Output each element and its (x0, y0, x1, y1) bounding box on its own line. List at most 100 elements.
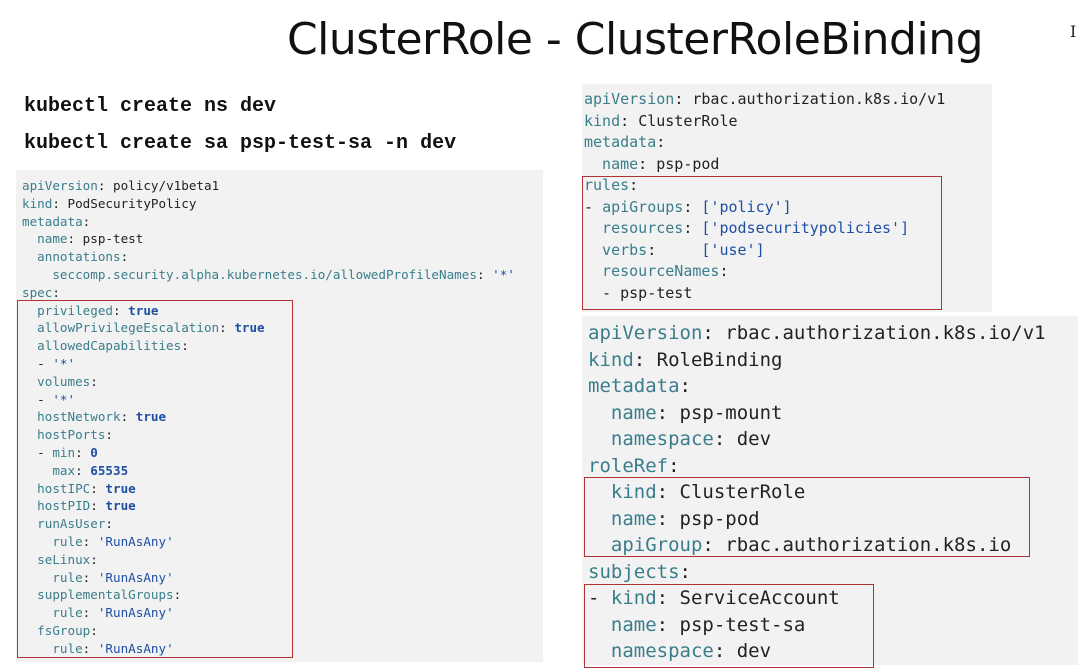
yaml-line: - '*' (22, 355, 543, 373)
yaml-key: roleRef (588, 454, 669, 477)
yaml-line: - '*' (22, 391, 543, 409)
yaml-line: annotations: (22, 248, 543, 266)
yaml-key: kind (610, 587, 657, 609)
yaml-key: fsGroup (37, 622, 91, 638)
yaml-value: psp-pod (679, 507, 760, 530)
yaml-value: 'RunAsAny' (97, 640, 174, 656)
yaml-sep: : (82, 533, 98, 549)
yaml-line: resources: ['podsecuritypolicies'] (584, 218, 992, 240)
yaml-key: name (610, 613, 657, 636)
yaml-sep: : (629, 176, 639, 194)
yaml-sep: : (656, 613, 680, 636)
yaml-line: seLinux: (22, 551, 543, 569)
yaml-value: true (128, 302, 159, 318)
yaml-value: rbac.authorization.k8s.io/v1 (725, 322, 1046, 344)
yaml-line: - min: 0 (22, 444, 543, 462)
yaml-line: subjects: (588, 559, 1078, 586)
yaml-value: true (135, 409, 167, 425)
yaml-sep: : (112, 302, 129, 318)
yaml-value: psp-test-sa (679, 613, 806, 636)
yaml-value: true (105, 480, 136, 496)
yaml-sep: : (105, 516, 113, 532)
yaml-line: - psp-test (584, 283, 992, 305)
yaml-line: apiVersion: rbac.authorization.k8s.io/v1 (588, 320, 1078, 347)
yaml-sep: : (90, 498, 106, 514)
yaml-sep: : (82, 213, 91, 229)
yaml-sep: : (719, 262, 729, 280)
yaml-sep: : (219, 320, 235, 336)
yaml-sep: : (97, 178, 113, 193)
yaml-key: spec (22, 284, 53, 300)
yaml-line: spec: (22, 284, 543, 302)
yaml-sep: : (656, 507, 680, 530)
yaml-value: RoleBinding (656, 348, 783, 371)
yaml-sep: : (713, 640, 737, 662)
yaml-line: metadata: (588, 373, 1078, 400)
yaml-value: psp-test (82, 231, 144, 247)
yaml-value: rbac.authorization.k8s.io/v1 (692, 90, 946, 108)
yaml-line: rule: 'RunAsAny' (22, 569, 543, 587)
yaml-line: kind: ClusterRole (584, 111, 992, 133)
yaml-value: PodSecurityPolicy (67, 195, 197, 211)
yaml-sep: : (90, 622, 98, 638)
yaml-line: supplementalGroups: (22, 586, 543, 604)
yaml-value: true (105, 498, 136, 514)
yaml-sep: : (120, 409, 136, 425)
slide-title: ClusterRole - ClusterRoleBinding (286, 14, 984, 65)
yaml-key: metadata (22, 213, 83, 229)
yaml-line: name: psp-pod (588, 506, 1078, 533)
yaml-sep: : (683, 219, 702, 237)
yaml-line: roleRef: (588, 453, 1078, 480)
yaml-line: rule: 'RunAsAny' (22, 640, 543, 658)
yaml-sep: : (656, 401, 680, 424)
yaml-key: hostIPC (37, 480, 91, 496)
yaml-key: name (610, 507, 657, 530)
yaml-line: resourceNames: (584, 261, 992, 283)
yaml-key: privileged (37, 302, 113, 318)
yaml-key: hostPorts (37, 427, 106, 443)
yaml-line: name: psp-test (22, 230, 543, 248)
yaml-key: kind (588, 348, 634, 371)
yaml-prefix: - (584, 197, 603, 216)
yaml-key: metadata (588, 375, 680, 397)
yaml-value: '*' (52, 391, 76, 407)
yaml-value: dev (736, 640, 772, 662)
yaml-key: rule (52, 533, 83, 549)
yaml-sep: : (75, 462, 91, 478)
yaml-sep: : (656, 133, 666, 151)
yaml-sep: : (713, 428, 737, 450)
yaml-key: name (37, 231, 68, 247)
edge-mark: I (1070, 22, 1077, 41)
yaml-sep: : (90, 480, 106, 496)
yaml-line: kind: PodSecurityPolicy (22, 195, 543, 213)
yaml-prefix: - (588, 587, 611, 609)
yaml-line: name: psp-mount (588, 400, 1078, 427)
yaml-key: rules (584, 176, 630, 194)
yaml-line: allowedCapabilities: (22, 337, 543, 355)
yaml-key: apiVersion (588, 322, 703, 344)
yaml-sep: : (674, 90, 693, 108)
yaml-sep: : (52, 195, 68, 211)
yaml-key: subjects (588, 560, 680, 583)
yaml-value: psp-test (620, 283, 693, 302)
yaml-prefix: - (602, 283, 621, 302)
yaml-key: hostPID (37, 498, 91, 514)
yaml-sep: : (702, 322, 726, 344)
yaml-sep: : (67, 231, 83, 247)
yaml-line: apiGroup: rbac.authorization.k8s.io (588, 532, 1078, 559)
yaml-sep: : (120, 249, 129, 265)
yaml-value: 'RunAsAny' (97, 605, 174, 621)
yaml-line: rules: (584, 175, 992, 197)
yaml-key: kind (584, 111, 621, 130)
yaml-value: 0 (90, 444, 98, 460)
yaml-key: rule (52, 569, 83, 585)
yaml-value: psp-mount (679, 401, 783, 424)
yaml-key: apiGroups (602, 197, 684, 216)
yaml-key: min (52, 444, 76, 460)
yaml-line: max: 65535 (22, 462, 543, 480)
yaml-key: resourceNames (602, 262, 720, 280)
yaml-key: apiGroup (610, 534, 703, 556)
yaml-line: kind: RoleBinding (588, 347, 1078, 374)
yaml-prefix: - (37, 355, 53, 371)
